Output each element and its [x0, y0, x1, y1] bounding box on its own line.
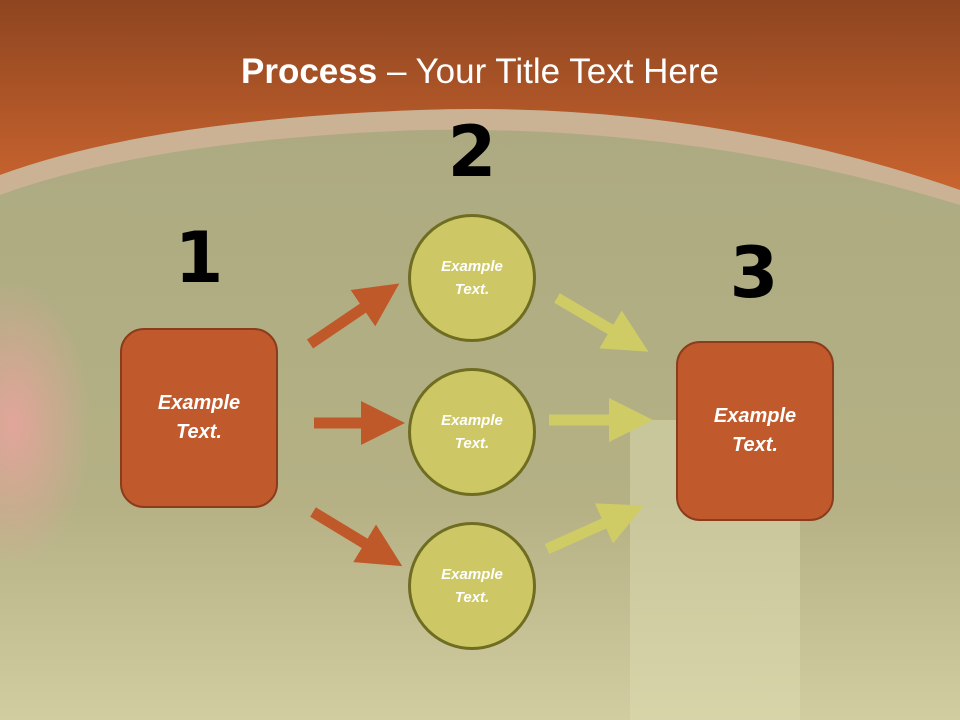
title-bold: Process — [241, 52, 378, 91]
circle-line1: Example — [441, 258, 503, 275]
orange-arrows — [306, 283, 405, 567]
step-number-3: 3 — [729, 232, 779, 314]
start-box-line2: Text. — [176, 421, 222, 443]
arrow-to-bottom — [310, 507, 403, 567]
green-arrows — [544, 293, 653, 555]
start-box-line1: Example — [157, 392, 241, 414]
circle-line2: Text. — [454, 589, 490, 606]
end-box-line1: Example — [713, 405, 797, 427]
arrow-from-top — [554, 293, 649, 352]
end-box-line2: Text. — [732, 434, 778, 456]
step-number-2: 2 — [447, 111, 497, 193]
circle-line2: Text. — [454, 435, 490, 452]
arrow-from-bottom — [544, 503, 645, 555]
circle-line1: Example — [441, 566, 503, 583]
step-number-1: 1 — [174, 217, 224, 299]
circle-line2: Text. — [454, 281, 490, 298]
slide-title: Process – Your Title Text Here — [0, 52, 960, 92]
circle-line1: Example — [441, 412, 503, 429]
title-rest: – Your Title Text Here — [377, 52, 719, 91]
arrow-to-top — [306, 283, 400, 349]
